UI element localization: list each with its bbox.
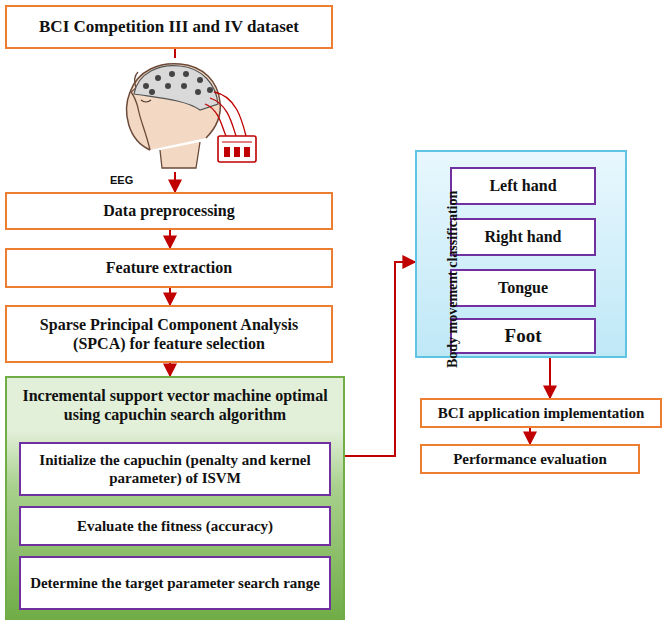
amplifier-detail (222, 142, 252, 143)
cable (205, 104, 226, 136)
step-box: Initialize the capuchin (penalty and ker… (19, 442, 331, 496)
step-box: Evaluate the fitness (accuracy) (19, 506, 331, 546)
flow-arrow (169, 363, 171, 376)
electrode (181, 83, 187, 89)
electrode (149, 89, 155, 95)
box-text: Incremental support vector machine optim… (7, 378, 343, 424)
amplifier-box (218, 136, 256, 162)
electrode (143, 83, 149, 89)
electrode (183, 71, 189, 77)
class-box: Left hand (450, 167, 596, 205)
step-box: Determine the target parameter search ra… (19, 556, 331, 610)
amplifier-detail (224, 147, 230, 157)
process-box: Sparse Principal Component Analysis (SPC… (5, 305, 333, 363)
flow-arrow (549, 358, 551, 398)
process-box: BCI application implementation (420, 398, 662, 428)
method-panel: Incremental support vector machine optim… (5, 376, 345, 620)
flow-arrow (169, 230, 171, 248)
process-box: Performance evaluation (420, 444, 640, 474)
eye (141, 100, 151, 102)
box-text: BCI application implementation (438, 404, 645, 422)
box-text: BCI Competition III and IV dataset (39, 17, 299, 37)
box-text: Tongue (498, 278, 548, 297)
illustration-ground (112, 58, 260, 172)
flow-arrow (345, 262, 415, 456)
box-text: Determine the target parameter search ra… (30, 574, 320, 592)
amplifier-detail (234, 147, 240, 157)
electrode (155, 75, 161, 81)
electrode (195, 89, 201, 95)
cable (214, 92, 246, 136)
box-text: Foot (505, 325, 542, 348)
electrode (207, 87, 213, 93)
process-box: Data preprocessing (5, 192, 333, 230)
flow-arrow (169, 288, 171, 305)
box-text: Left hand (489, 176, 556, 195)
box-text: Evaluate the fitness (accuracy) (77, 517, 273, 535)
head-outline (127, 64, 221, 150)
neck (160, 142, 200, 168)
box-text: Performance evaluation (453, 450, 607, 468)
box-text: Feature extraction (106, 258, 232, 277)
box-text: Data preprocessing (103, 201, 234, 220)
class-box: Right hand (450, 218, 596, 256)
box-text: Sparse Principal Component Analysis (SPC… (15, 315, 323, 353)
electrode (169, 71, 175, 77)
electrode (165, 83, 171, 89)
edge-label: Body movement classification (445, 191, 462, 368)
box-text: Initialize the capuchin (penalty and ker… (29, 451, 321, 487)
dataset-box: BCI Competition III and IV dataset (5, 5, 333, 49)
process-box: Feature extraction (5, 248, 333, 288)
box-text: Right hand (485, 227, 562, 246)
amplifier-detail (244, 147, 250, 157)
class-box: Foot (450, 318, 596, 354)
electrode (197, 77, 203, 83)
illustration-label: EEG (110, 174, 133, 186)
flow-arrow (529, 428, 531, 444)
class-box: Tongue (450, 269, 596, 307)
eeg-cap (134, 66, 218, 110)
electrodes (143, 71, 213, 95)
